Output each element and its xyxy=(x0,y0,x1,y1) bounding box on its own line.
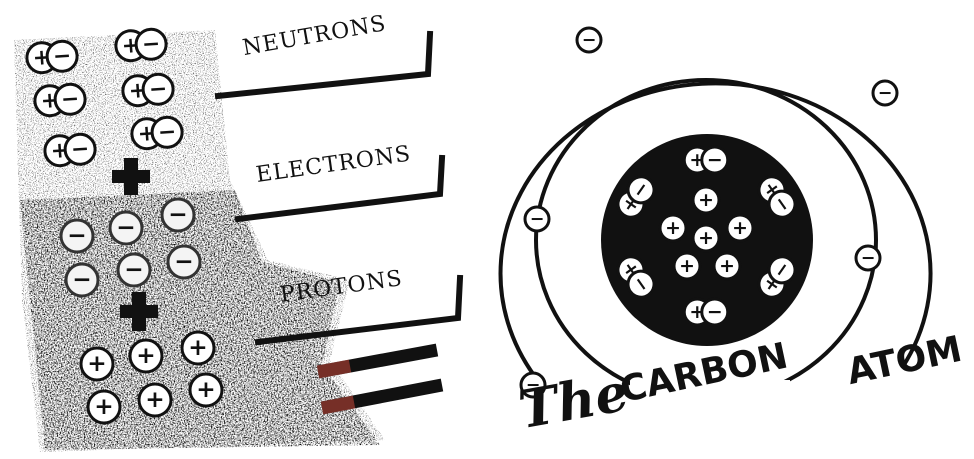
electron-part: − xyxy=(64,133,96,165)
svg-text:−: − xyxy=(530,209,545,229)
legend-proton-2: + xyxy=(130,340,162,372)
nucleus-proton-4: + xyxy=(693,225,719,251)
svg-text:+: + xyxy=(698,228,714,249)
inner-electron-2: − xyxy=(856,246,880,270)
legend-neutron-3: +− xyxy=(34,83,86,116)
legend-electron-6: − xyxy=(168,246,200,278)
svg-text:−: − xyxy=(861,248,876,268)
svg-text:−: − xyxy=(116,214,135,241)
svg-text:−: − xyxy=(878,83,893,103)
legend-neutron-5: +− xyxy=(44,133,96,166)
legend-proton-6: + xyxy=(190,374,222,406)
svg-text:−: − xyxy=(70,136,90,162)
nucleus-proton-3: + xyxy=(727,215,753,241)
svg-text:−: − xyxy=(72,266,91,293)
svg-text:−: − xyxy=(148,76,168,102)
electron-part: − xyxy=(142,73,174,105)
legend-electron-5: − xyxy=(118,254,150,286)
svg-text:−: − xyxy=(52,43,72,69)
outer-electron-2: − xyxy=(873,81,897,105)
svg-text:+: + xyxy=(698,190,714,211)
legend-bar-upper-tint xyxy=(318,366,350,372)
svg-text:−: − xyxy=(67,222,86,249)
svg-text:−: − xyxy=(707,302,723,323)
legend-electron-1: − xyxy=(61,220,93,252)
legend-proton-4: + xyxy=(88,391,120,423)
svg-text:+: + xyxy=(94,393,113,420)
legend-neutron-1: +− xyxy=(26,40,78,73)
svg-text:+: + xyxy=(145,386,164,413)
svg-text:+: + xyxy=(719,256,735,277)
inner-electron-1: − xyxy=(525,207,549,231)
svg-text:+: + xyxy=(732,218,748,239)
legend-proton-1: + xyxy=(81,348,113,380)
svg-text:+: + xyxy=(136,342,155,369)
nucleus-proton-1: + xyxy=(693,187,719,213)
svg-text:−: − xyxy=(60,86,80,112)
svg-text:+: + xyxy=(87,350,106,377)
svg-text:−: − xyxy=(168,201,187,228)
electron-part: − xyxy=(46,40,78,72)
electron-part: − xyxy=(151,116,183,148)
nucleus-neutron-6: +− xyxy=(684,299,728,325)
outer-electron-1: − xyxy=(577,28,601,52)
svg-text:−: − xyxy=(707,150,723,171)
electron-part: − xyxy=(702,147,728,173)
legend-bar-lower-tint xyxy=(322,402,354,408)
legend-proton-3: + xyxy=(182,332,214,364)
svg-text:+: + xyxy=(679,256,695,277)
legend-electron-2: − xyxy=(110,212,142,244)
legend-proton-5: + xyxy=(139,384,171,416)
svg-text:−: − xyxy=(174,248,193,275)
svg-text:−: − xyxy=(141,31,161,57)
svg-text:+: + xyxy=(665,218,681,239)
legend-neutron-4: +− xyxy=(122,73,174,106)
svg-text:+: + xyxy=(196,376,215,403)
legend-electron-4: − xyxy=(66,264,98,296)
svg-text:+: + xyxy=(188,334,207,361)
legend-neutron-6: +− xyxy=(131,116,183,149)
legend-electron-3: − xyxy=(162,199,194,231)
nucleus-proton-2: + xyxy=(660,215,686,241)
electron-part: − xyxy=(54,83,86,115)
nucleus-neutron-1: +− xyxy=(684,147,728,173)
legend-neutron-2: +− xyxy=(115,28,167,61)
svg-text:−: − xyxy=(157,119,177,145)
svg-text:−: − xyxy=(582,30,597,50)
electron-part: − xyxy=(702,299,728,325)
nucleus-proton-5: + xyxy=(674,253,700,279)
svg-text:−: − xyxy=(124,256,143,283)
nucleus-proton-6: + xyxy=(714,253,740,279)
electron-part: − xyxy=(135,28,167,60)
